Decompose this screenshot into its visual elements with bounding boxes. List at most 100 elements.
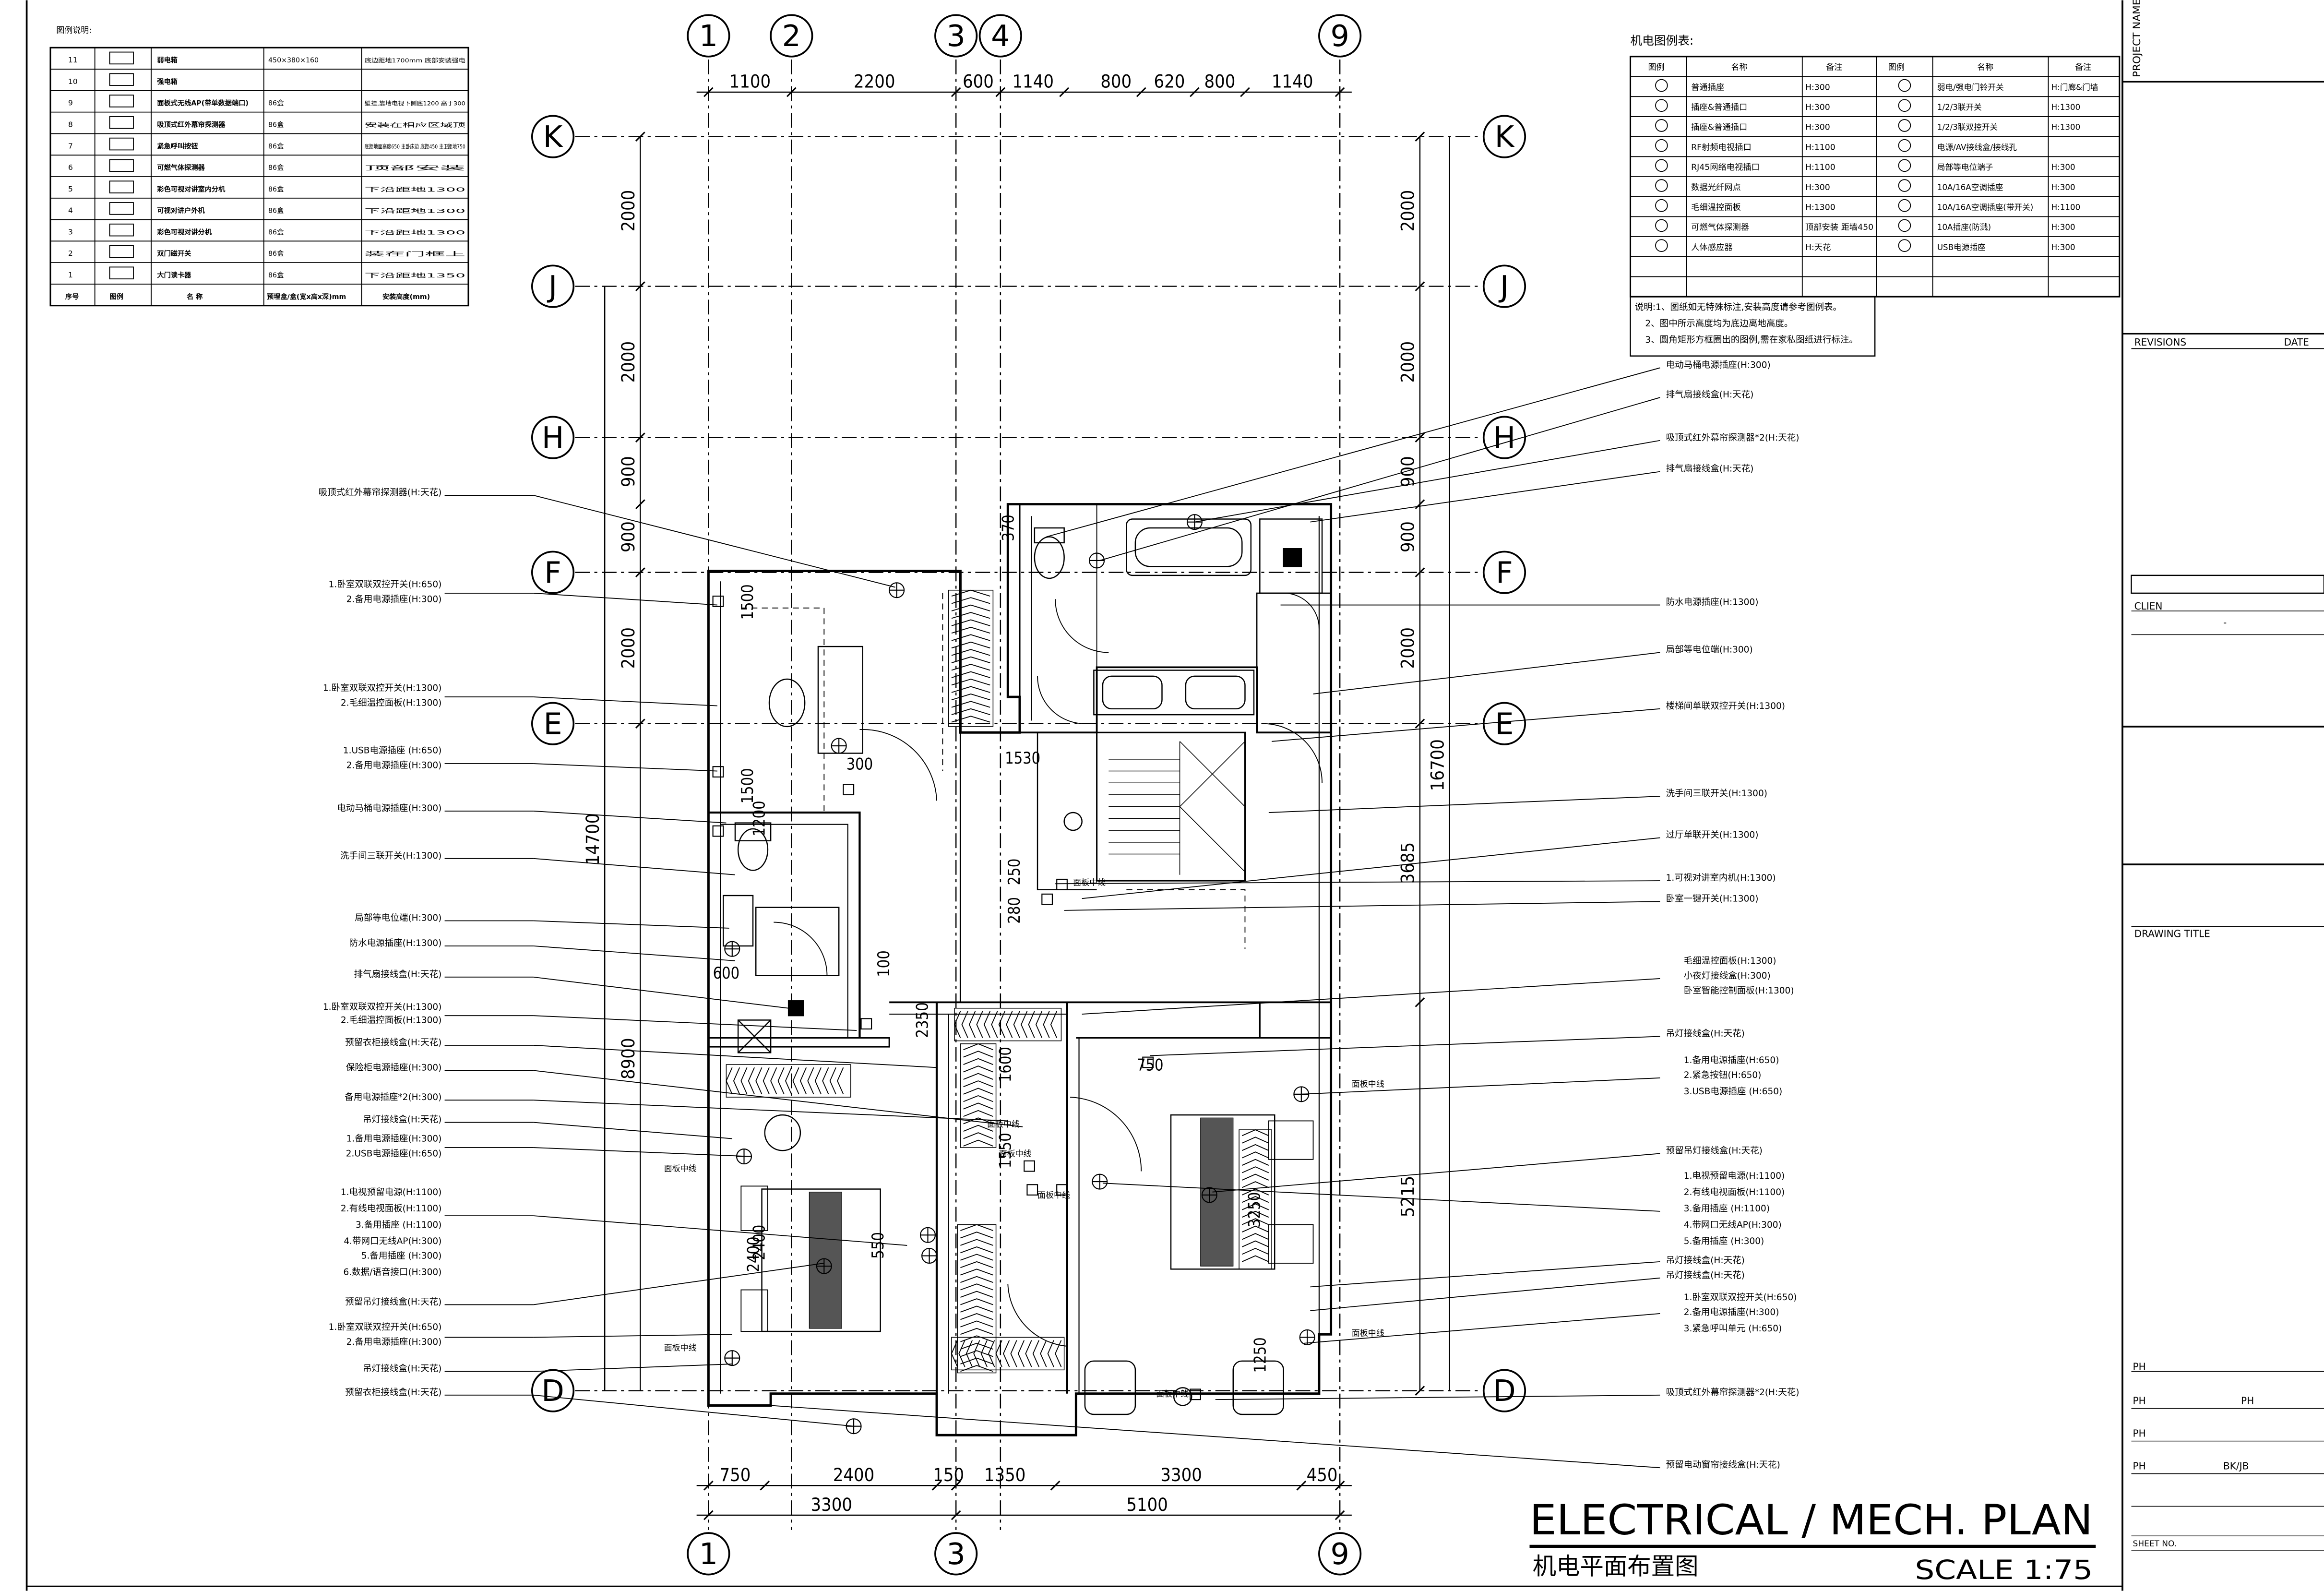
annotation-left: 1.卧室双联双控开关(H:650) [329,580,442,590]
legend-right-name: 1/2/3联双控开关 [1937,123,1998,132]
grid-bubble-top-circle [1318,14,1362,58]
legend-left-box: 86盒 [268,142,284,150]
legend-right-name: 可燃气体探测器 [1691,223,1749,232]
legend-left-name: 紧急呼叫按钮 [157,142,198,150]
legend-left-name: 弱电箱 [157,56,178,64]
legend-left-name: 面板式无线AP(带单数据端口) [157,99,248,108]
dim-right: 2000 [1398,341,1418,383]
grid-bubble-top: 3 [947,19,965,53]
legend-symbol-icon [1655,199,1668,212]
grid-bubble-top: 4 [991,19,1010,53]
annotation-right: 卧室一键开关(H:1300) [1666,894,1759,904]
dim-inner: 2350 [913,1002,932,1038]
annotation-left: 5.备用插座 (H:300) [361,1251,442,1261]
annotation-right: 楼梯间单联双控开关(H:1300) [1666,701,1785,711]
annotation-left: 2.USB电源插座(H:650) [346,1149,442,1159]
socket-icon [1056,1184,1068,1196]
annotation-left: 吊灯接线盒(H:天花) [363,1364,441,1374]
annotation-left: 1.卧室双联双控开关(H:650) [329,1322,442,1332]
legend-right-note: H:300 [2051,223,2075,232]
grid-bubble-left: K [543,120,563,154]
grid-bubble-right-circle [1482,550,1526,594]
annotation-right: 卧室智能控制面板(H:1300) [1684,986,1794,996]
annotation-right: 吸顶式红外幕帘探测器*2(H:天花) [1666,1388,1800,1398]
client-label: CLIEN [2134,600,2163,612]
legend-right-name: 10A插座(防溅) [1937,223,1991,232]
ph-row-3: PH [2133,1427,2146,1439]
dim-inner: 1500 [738,584,757,620]
socket-icon [1026,1184,1038,1196]
dim-right: 2000 [1398,190,1418,231]
legend-right-note: H:300 [2051,183,2075,192]
grid-bubble-top: 9 [1330,19,1349,53]
grid-bubble-left: J [547,269,557,304]
legend-symbol-icon [109,202,134,215]
legend-right-note-line: 说明:1、图纸如无特殊标注,安装高度请参考图例表。 [1635,302,1842,312]
legend-symbol-icon [109,245,134,258]
grid-bubble-left: D [541,1374,564,1408]
legend-symbol-icon [1655,239,1668,252]
legend-right-name: 10A/16A空调插座(带开关) [1937,203,2033,212]
annotation-right: 小夜灯接线盒(H:300) [1684,971,1771,981]
legend-right-name: 插座&普通插口 [1691,103,1747,112]
grid-bubble-left-circle [531,702,575,745]
dim-left: 900 [618,456,639,487]
legend-symbol-icon [1898,79,1911,92]
legend-left-box: 86盒 [268,164,284,172]
socket-icon [1056,878,1068,890]
annotation-left: 2.备用电源插座(H:300) [346,594,442,604]
legend-left-box: 86盒 [268,250,284,258]
legend-symbol-icon [1898,239,1911,252]
floor-plan [707,503,1333,1436]
dim-bottom: 150 [933,1465,964,1485]
grid-bubble-bottom: 9 [1330,1537,1349,1571]
legend-right-note: H:300 [2051,243,2075,252]
legend-left-index: 1 [68,271,73,279]
dim-inner: 600 [713,964,740,983]
legend-left-header: 图例 [110,293,123,301]
legend-left-name: 彩色可视对讲分机 [156,228,212,236]
panel-centerline-label: 面板中线 [1352,1079,1384,1089]
grid-bubble-right: F [1496,555,1513,590]
annotation-left: 1.USB电源插座 (H:650) [343,745,442,755]
legend-left-box: 86盒 [268,271,284,279]
legend-left-header: 名 称 [187,293,203,301]
annotation-right: 2.有线电视面板(H:1100) [1684,1187,1785,1197]
annotation-left: 2.备用电源插座(H:300) [346,760,442,770]
legend-right-note: H:1300 [1805,203,1835,212]
legend-symbol-icon [109,95,134,108]
legend-symbol-icon [109,116,134,129]
legend-left-box: 86盒 [268,185,284,193]
annotation-left: 备用电源插座*2(H:300) [345,1092,441,1102]
annotation-right: 3.备用插座 (H:1100) [1684,1204,1770,1214]
annotation-left: 吊灯接线盒(H:天花) [363,1115,441,1125]
annotation-right: 过厅单联开关(H:1300) [1666,830,1759,840]
grid-bubble-right-circle [1482,416,1526,459]
drawing-scale: SCALE 1:75 [1915,1555,2093,1586]
annotations-right: 电动马桶电源插座(H:300)排气扇接线盒(H:天花)吸顶式红外幕帘探测器*2(… [1666,360,1800,1470]
legend-right-name: 普通插座 [1691,83,1724,92]
legend-symbol-icon [109,137,134,151]
legend-right-name: USB电源插座 [1937,243,1986,252]
annotation-left: 1.卧室双联双控开关(H:1300) [323,683,442,694]
annotation-right: 5.备用插座 (H:300) [1684,1236,1764,1246]
grid-bubble-left-circle [531,264,575,308]
annotation-left: 6.数据/语音接口(H:300) [343,1268,441,1278]
grid-bubble-top-circle [687,14,730,58]
bathroom-fixtures [723,518,1323,1415]
legend-left-name: 彩色可视对讲室内分机 [156,185,226,193]
annotation-right: 1.可视对讲室内机(H:1300) [1666,873,1776,883]
panel-centerline-label: 面板中线 [999,1149,1032,1159]
dim-inner: 1500 [738,768,757,803]
annotation-right: 局部等电位端(H:300) [1666,645,1753,655]
grid-bubble-right-circle [1482,115,1526,158]
legend-symbol-icon [1655,139,1668,152]
panel-centerline-label: 面板中线 [1037,1191,1070,1200]
annotation-left: 4.带网口无线AP(H:300) [344,1236,441,1246]
dim-inner: 750 [1137,1055,1164,1075]
panel-centerline-label: 面板中线 [1156,1389,1189,1399]
legend-right-note-line: 2、图中所示高度均为底边离地高度。 [1645,319,1793,329]
annotation-left: 洗手间三联开关(H:1300) [340,851,441,861]
dim-inner: 250 [1005,859,1024,885]
annotation-left: 2.毛细温控面板(H:1300) [341,698,442,708]
